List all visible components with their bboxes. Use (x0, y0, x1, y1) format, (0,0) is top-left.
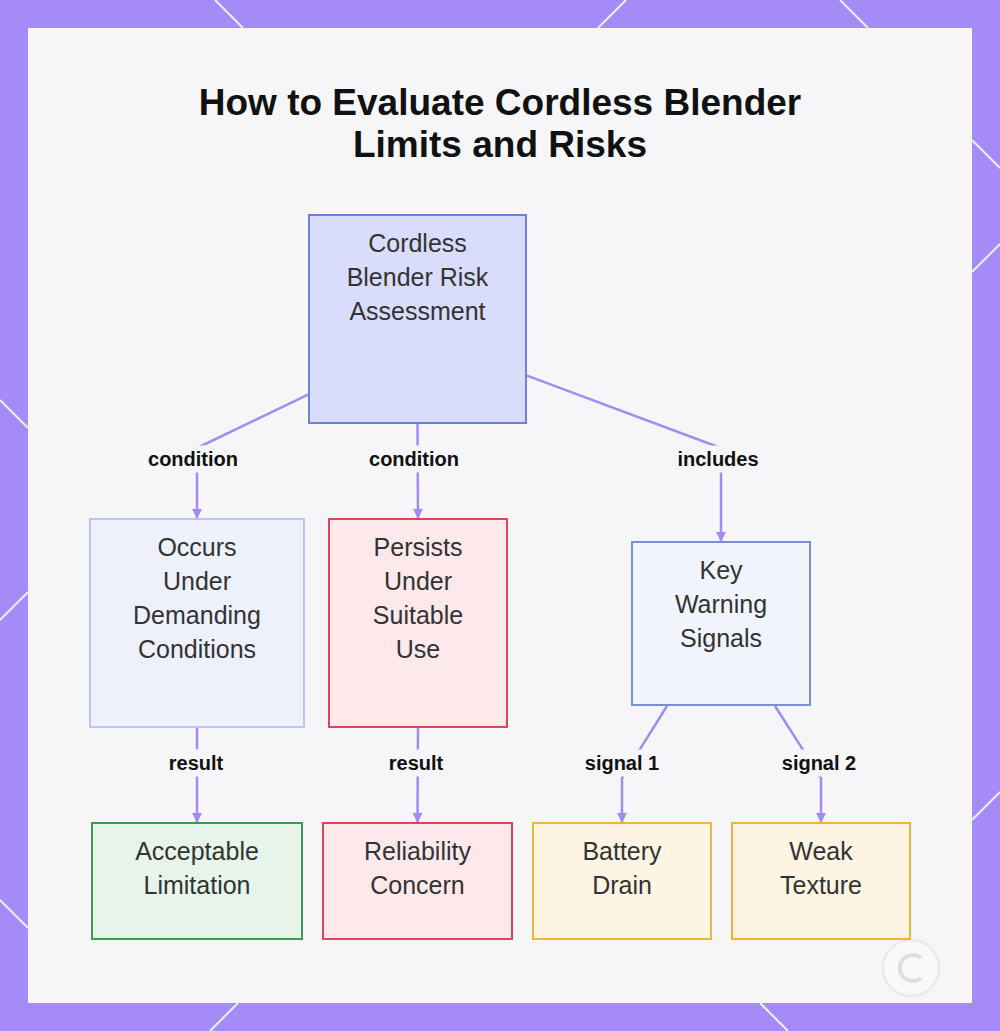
node-label: Persists Under Suitable Use (358, 530, 478, 666)
node-label: Cordless Blender Risk Assessment (333, 226, 503, 328)
frame-line (598, 0, 626, 28)
edge-label: signal 2 (778, 750, 860, 777)
node-label: Reliability Concern (343, 834, 493, 902)
edge-label: result (165, 750, 227, 777)
logo-circle (883, 940, 939, 996)
frame-line (840, 0, 868, 28)
result-box: Acceptable Limitation (91, 822, 303, 940)
frame-line (972, 244, 1000, 272)
node-label: Weak Texture (766, 834, 876, 902)
node-label: Acceptable Limitation (117, 834, 277, 902)
frame-line (215, 0, 243, 28)
frame-line (760, 1003, 788, 1031)
node-label: Battery Drain (567, 834, 677, 902)
node-label: Key Warning Signals (661, 553, 781, 655)
logo (883, 940, 939, 996)
frame-line (972, 140, 1000, 168)
node-label: Occurs Under Demanding Conditions (127, 530, 267, 666)
root-box: Cordless Blender Risk Assessment (308, 214, 527, 424)
edge-label: condition (144, 446, 242, 473)
signal-box: Weak Texture (731, 822, 911, 940)
frame-line (0, 400, 28, 428)
frame-line (972, 792, 1000, 820)
frame-line (210, 1003, 238, 1031)
logo-mark (900, 955, 921, 981)
signals-box: Key Warning Signals (631, 541, 811, 706)
edge-label: condition (365, 446, 463, 473)
edge-label: signal 1 (581, 750, 663, 777)
diagram-title: How to Evaluate Cordless Blender Limits … (160, 82, 840, 166)
frame-line (0, 900, 28, 928)
result-box: Reliability Concern (322, 822, 513, 940)
edge-label: includes (673, 446, 762, 473)
condition-box: Occurs Under Demanding Conditions (89, 518, 305, 728)
condition-box: Persists Under Suitable Use (328, 518, 508, 728)
edge-label: result (385, 750, 447, 777)
signal-box: Battery Drain (532, 822, 712, 940)
frame-line (0, 592, 28, 620)
